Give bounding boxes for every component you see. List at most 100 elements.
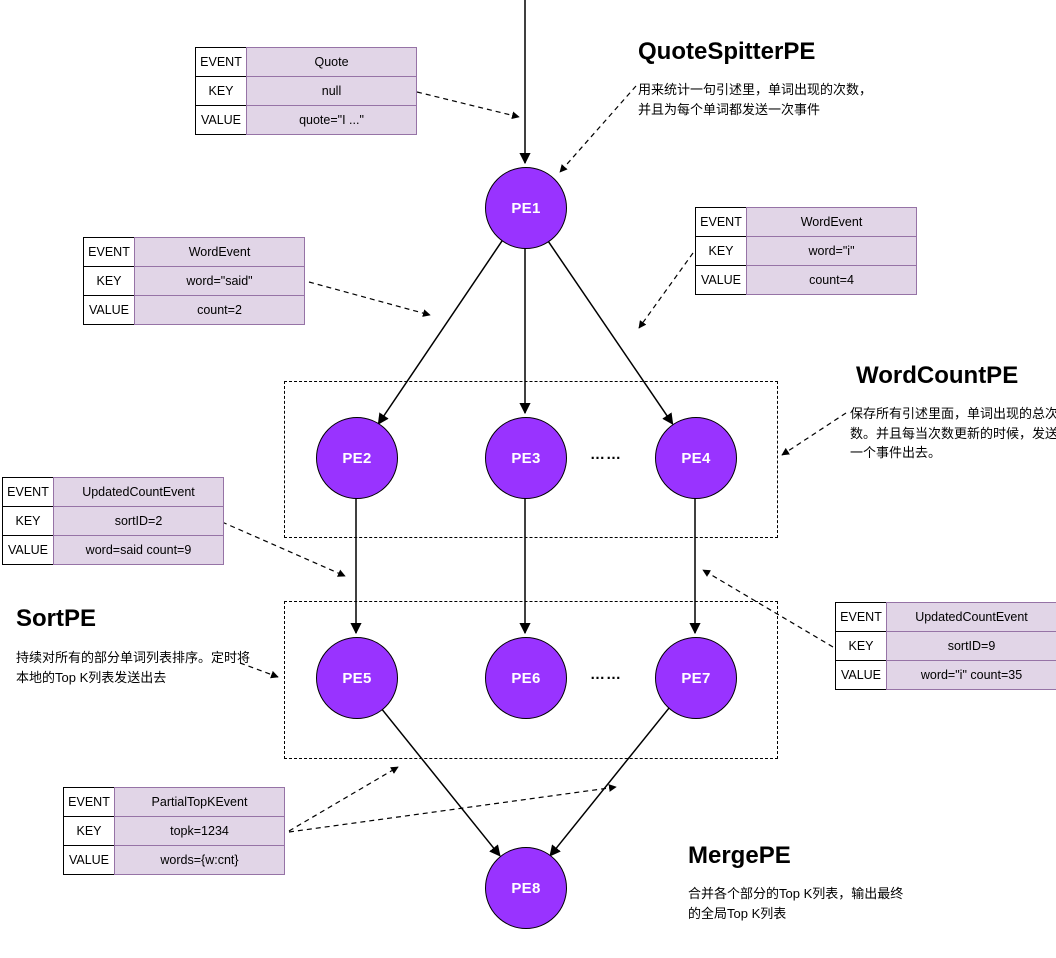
event-label-cell: EVENT	[2, 477, 54, 507]
annot-sort-desc-to-box	[239, 662, 279, 679]
table-row: EVENT Quote	[195, 47, 417, 77]
event-value-cell: UpdatedCountEvent	[886, 602, 1056, 632]
value-value-cell: words={w:cnt}	[114, 845, 285, 875]
node-pe6: PE6	[485, 637, 567, 719]
table-row: EVENT PartialTopKEvent	[63, 787, 285, 817]
edge-pe7-pe8	[549, 707, 670, 857]
sort-group-box	[284, 601, 778, 759]
node-pe5-label: PE5	[342, 669, 372, 687]
key-label-cell: KEY	[695, 236, 747, 266]
annot-partialtopk-to-pe5pe8-edge	[288, 766, 399, 832]
table-row: KEY sortID=9	[835, 631, 1056, 661]
event-table-word-i: EVENT WordEvent KEY word="i" VALUE count…	[695, 207, 917, 295]
event-value-cell: PartialTopKEvent	[114, 787, 285, 817]
value-value-cell: word="i" count=35	[886, 660, 1056, 690]
key-value-cell: null	[246, 76, 417, 106]
key-label-cell: KEY	[2, 506, 54, 536]
merge-title: MergePE	[688, 842, 791, 869]
value-label-cell: VALUE	[695, 265, 747, 295]
node-pe4-label: PE4	[681, 449, 711, 467]
table-row: VALUE word="i" count=35	[835, 660, 1056, 690]
event-table-word-said: EVENT WordEvent KEY word="said" VALUE co…	[83, 237, 305, 325]
edge-pe5-pe8	[380, 707, 501, 857]
quotespitter-title: QuoteSpitterPE	[638, 38, 816, 65]
event-table-updated-i: EVENT UpdatedCountEvent KEY sortID=9 VAL…	[835, 602, 1056, 690]
value-value-cell: quote="I ..."	[246, 105, 417, 135]
key-label-cell: KEY	[83, 266, 135, 296]
node-pe3: PE3	[485, 417, 567, 499]
annot-partialtopk-to-pe7pe8-edge	[288, 784, 617, 833]
sort-title: SortPE	[16, 605, 97, 632]
quotespitter-description: 用来统计一句引述里，单词出现的次数，并且为每个单词都发送一次事件	[638, 82, 873, 117]
node-pe8-label: PE8	[511, 879, 541, 897]
key-value-cell: word="said"	[134, 266, 305, 296]
value-label-cell: VALUE	[195, 105, 247, 135]
wordcount-group-box	[284, 381, 778, 538]
annot-updatedi-table-to-edge	[702, 569, 834, 648]
value-value-cell: count=4	[746, 265, 917, 295]
table-row: VALUE count=2	[83, 295, 305, 325]
event-label-cell: EVENT	[63, 787, 115, 817]
event-label-cell: EVENT	[195, 47, 247, 77]
key-label-cell: KEY	[63, 816, 115, 846]
event-value-cell: Quote	[246, 47, 417, 77]
table-row: KEY word="i"	[695, 236, 917, 266]
key-value-cell: sortID=9	[886, 631, 1056, 661]
annot-quotespitter-desc-to-pe1	[559, 85, 637, 173]
node-pe4: PE4	[655, 417, 737, 499]
node-pe1: PE1	[485, 167, 567, 249]
ellipsis-wordcount-row: ……	[590, 446, 622, 463]
table-row: EVENT WordEvent	[83, 237, 305, 267]
node-pe2-label: PE2	[342, 449, 372, 467]
event-table-quote: EVENT Quote KEY null VALUE quote="I ..."	[195, 47, 417, 135]
table-row: EVENT UpdatedCountEvent	[2, 477, 224, 507]
edge-pe1-pe2	[377, 239, 504, 425]
event-label-cell: EVENT	[83, 237, 135, 267]
key-value-cell: topk=1234	[114, 816, 285, 846]
key-label-cell: KEY	[195, 76, 247, 106]
node-pe7: PE7	[655, 637, 737, 719]
node-pe1-label: PE1	[511, 199, 541, 217]
node-pe8: PE8	[485, 847, 567, 929]
event-value-cell: WordEvent	[134, 237, 305, 267]
event-label-cell: EVENT	[695, 207, 747, 237]
node-pe6-label: PE6	[511, 669, 541, 687]
key-value-cell: sortID=2	[53, 506, 224, 536]
node-pe3-label: PE3	[511, 449, 541, 467]
edge-pe1-pe4	[546, 239, 674, 425]
event-value-cell: WordEvent	[746, 207, 917, 237]
wordcount-title: WordCountPE	[856, 362, 1019, 389]
annot-quote-table-to-input	[416, 91, 520, 120]
event-table-partial-topk: EVENT PartialTopKEvent KEY topk=1234 VAL…	[63, 787, 285, 875]
value-label-cell: VALUE	[2, 535, 54, 565]
table-row: EVENT UpdatedCountEvent	[835, 602, 1056, 632]
node-pe5: PE5	[316, 637, 398, 719]
table-row: VALUE word=said count=9	[2, 535, 224, 565]
node-pe7-label: PE7	[681, 669, 711, 687]
sort-description: 持续对所有的部分单词列表排序。定时将本地的Top K列表发送出去	[16, 650, 251, 685]
table-row: KEY null	[195, 76, 417, 106]
event-value-cell: UpdatedCountEvent	[53, 477, 224, 507]
table-row: VALUE count=4	[695, 265, 917, 295]
table-row: VALUE words={w:cnt}	[63, 845, 285, 875]
annot-updatedsaid-table-to-edge	[221, 521, 346, 577]
node-pe2: PE2	[316, 417, 398, 499]
annot-wordcount-desc-to-box	[781, 412, 847, 456]
wordcount-description: 保存所有引述里面，单词出现的总次数。并且每当次数更新的时候，发送一个事件出去。	[850, 406, 1056, 460]
value-label-cell: VALUE	[835, 660, 887, 690]
event-table-updated-said: EVENT UpdatedCountEvent KEY sortID=2 VAL…	[2, 477, 224, 565]
key-value-cell: word="i"	[746, 236, 917, 266]
table-row: EVENT WordEvent	[695, 207, 917, 237]
value-value-cell: count=2	[134, 295, 305, 325]
annot-wordsaid-table-to-edge	[308, 281, 431, 317]
ellipsis-sort-row: ……	[590, 666, 622, 683]
merge-description: 合并各个部分的Top K列表，输出最终的全局Top K列表	[688, 886, 904, 921]
table-row: VALUE quote="I ..."	[195, 105, 417, 135]
table-row: KEY sortID=2	[2, 506, 224, 536]
value-label-cell: VALUE	[83, 295, 135, 325]
annot-wordi-table-to-edge	[638, 252, 694, 329]
value-value-cell: word=said count=9	[53, 535, 224, 565]
event-label-cell: EVENT	[835, 602, 887, 632]
